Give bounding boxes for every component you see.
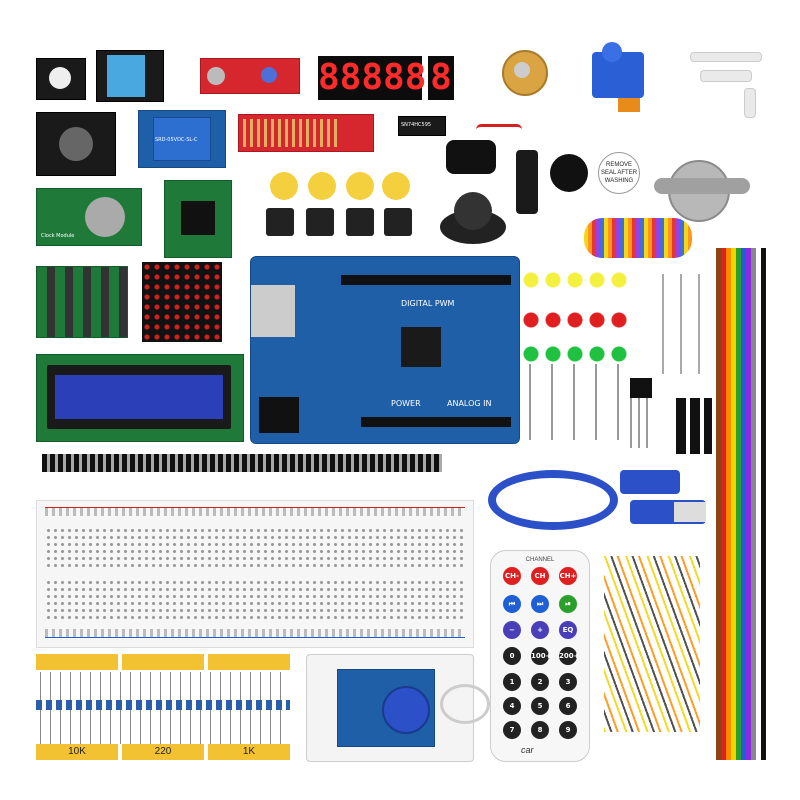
remote-key-9[interactable]: 9 bbox=[559, 721, 577, 739]
usb-b-plug bbox=[620, 470, 680, 494]
stepper-motor bbox=[654, 160, 750, 222]
remote-key-ch-plus[interactable]: CH+ bbox=[559, 567, 577, 585]
rfid-reader-board bbox=[337, 669, 435, 747]
remote-key-play[interactable]: ⏯ bbox=[559, 595, 577, 613]
remote-brand: car bbox=[521, 745, 534, 755]
resistor-strip-10k: 10K bbox=[36, 744, 118, 760]
buzzer bbox=[550, 154, 588, 192]
remove-seal-sticker: REMOVE SEAL AFTER WASHING bbox=[598, 152, 640, 194]
remote-key-eq[interactable]: EQ bbox=[559, 621, 577, 639]
header-pins bbox=[42, 454, 442, 472]
arduino-uno-board: DIGITAL PWM POWER ANALOG IN bbox=[250, 256, 520, 444]
rtc-label: Clock Module bbox=[41, 233, 75, 239]
remote-key-6[interactable]: 6 bbox=[559, 697, 577, 715]
remote-key-prev[interactable]: ⏮ bbox=[503, 595, 521, 613]
stepper-wires bbox=[584, 218, 692, 258]
remote-key-3[interactable]: 3 bbox=[559, 673, 577, 691]
remote-header: CHANNEL bbox=[525, 557, 555, 563]
servo-horns bbox=[690, 48, 762, 118]
rfid-keyfob bbox=[440, 684, 490, 724]
remote-key-ch-minus[interactable]: CH- bbox=[503, 567, 521, 585]
resistor-strips: 10K 220 1K bbox=[36, 654, 290, 762]
resistor-strip-1k: 1K bbox=[208, 744, 290, 760]
joystick-module bbox=[36, 112, 116, 176]
ribbon-cable bbox=[716, 248, 766, 760]
resistor-strip-220: 220 bbox=[122, 744, 204, 760]
lcd-1602-display bbox=[36, 354, 244, 442]
remote-key-4[interactable]: 4 bbox=[503, 697, 521, 715]
remote-key-2[interactable]: 2 bbox=[531, 673, 549, 691]
battery-clip bbox=[446, 140, 496, 174]
remote-key-0[interactable]: 0 bbox=[503, 647, 521, 665]
digital-label: DIGITAL PWM bbox=[401, 299, 455, 308]
remote-key-7[interactable]: 7 bbox=[503, 721, 521, 739]
usb-cable bbox=[488, 470, 618, 530]
single-seven-segment: 8 bbox=[428, 56, 454, 100]
water-level-sensor bbox=[238, 114, 374, 152]
remote-key-5[interactable]: 5 bbox=[531, 697, 549, 715]
button-caps bbox=[270, 172, 410, 202]
photoresistors bbox=[656, 274, 712, 374]
ir-receiver bbox=[630, 378, 652, 448]
keypad-4x4 bbox=[36, 266, 128, 338]
shift-register-ic: SN74HC595 bbox=[398, 116, 446, 136]
remote-key-next[interactable]: ⏭ bbox=[531, 595, 549, 613]
seven-segment-display: 88888 bbox=[318, 56, 427, 100]
remote-key-ch[interactable]: CH bbox=[531, 567, 549, 585]
jumper-wire-bundle bbox=[604, 556, 700, 732]
remote-key-1[interactable]: 1 bbox=[503, 673, 521, 691]
battery-clip-wire bbox=[476, 124, 522, 135]
led-set bbox=[520, 270, 630, 440]
power-label: POWER bbox=[391, 399, 421, 408]
transistors bbox=[676, 398, 712, 454]
led-matrix-8x8 bbox=[142, 262, 222, 342]
remote-key-8[interactable]: 8 bbox=[531, 721, 549, 739]
analog-label: ANALOG IN bbox=[447, 399, 492, 408]
relay-label: SRD-05VDC-SL-C bbox=[155, 137, 198, 143]
usb-a-plug bbox=[630, 500, 706, 524]
dc-barrel-plug bbox=[516, 150, 538, 214]
remote-key-200[interactable]: 200+ bbox=[559, 647, 579, 665]
joystick-cap bbox=[440, 192, 506, 248]
remote-key-plus[interactable]: + bbox=[531, 621, 549, 639]
ir-remote: CHANNEL CH- CH CH+ ⏮ ⏭ ⏯ − + EQ 0 100+ 2… bbox=[490, 550, 590, 762]
breadboard bbox=[36, 500, 474, 648]
stepper-driver-board bbox=[164, 180, 232, 258]
servo-motor bbox=[588, 42, 650, 112]
tactile-buttons bbox=[266, 208, 416, 236]
rgb-led-module bbox=[36, 58, 86, 100]
dht11-sensor-module bbox=[96, 50, 164, 102]
ic-label: SN74HC595 bbox=[401, 122, 432, 128]
remote-key-100[interactable]: 100+ bbox=[531, 647, 551, 665]
relay-module: SRD-05VDC-SL-C bbox=[138, 110, 226, 168]
potentiometer bbox=[500, 50, 548, 110]
remote-key-minus[interactable]: − bbox=[503, 621, 521, 639]
rtc-clock-module: Clock Module bbox=[36, 188, 142, 246]
sound-sensor-module bbox=[200, 58, 300, 94]
